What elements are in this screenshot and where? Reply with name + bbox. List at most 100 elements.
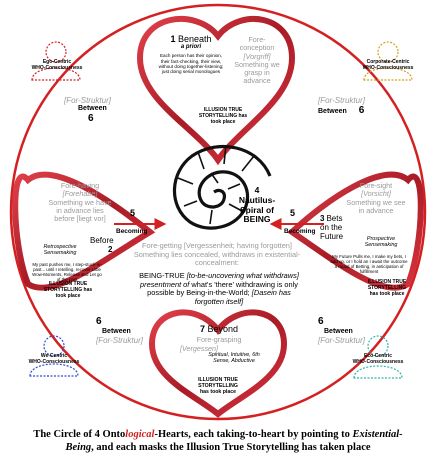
we-centric-label: We-Centric WHO-Consciousness <box>24 353 84 366</box>
caption-part2: -Hearts, each taking-to-heart by pointin… <box>154 429 353 440</box>
foregrasping-line2: [Vergessen] <box>179 343 219 353</box>
foresight-line4: in advance <box>358 205 394 215</box>
between-br-for: [For-Struktur] <box>318 335 365 345</box>
heart-left-body: My past pushes me, I step-stuck-in-past.… <box>32 262 102 283</box>
foreconception-line3: [Vorgriff] <box>243 51 271 61</box>
eco-centric-person-icon <box>353 335 403 379</box>
forehaving-line2: [Forehabe] <box>62 189 98 199</box>
heart-top-body: Each person has their opinion, their fac… <box>158 53 224 75</box>
outer-ring <box>9 3 427 421</box>
heart-left-mode: Retrospective Sensemaking <box>43 244 77 257</box>
being-true-term: BEING-TRUE <box>139 271 185 280</box>
nautilus-spiral-icon <box>172 144 272 230</box>
dasein-note: [Dasein has forgotten itself] <box>194 288 291 306</box>
corporate-centric-person-icon <box>363 41 413 81</box>
heart-bottom-num: 7 <box>199 324 205 334</box>
between-br-num: 6 <box>318 316 324 327</box>
foresight-line1: Fore-sight <box>359 181 393 190</box>
heart-right <box>287 171 424 291</box>
foreconception-line2: conception <box>239 43 275 53</box>
foregrasping-line1: Fore-grasping <box>196 335 242 345</box>
heart-right-num: 3 <box>320 214 325 223</box>
eco-centric-title: Eco-Centric <box>363 353 393 359</box>
heart-right-mode: Prospective Sensemaking <box>364 236 398 249</box>
forehaving-line5: before [liegt vor] <box>54 214 106 224</box>
heart-bottom-desc: Spiritual, Intuitive, 6th Sense, Abducti… <box>208 352 260 365</box>
being-true-text: BEING-TRUE [to-be-uncovering what withdr… <box>136 271 302 306</box>
between-bl-num: 6 <box>96 316 102 327</box>
between-top-left: [For-Struktur] Between 6 <box>64 96 124 125</box>
heart-left-illusion: ILLUSION TRUE STORYTELLING has took plac… <box>43 281 93 299</box>
between-tr-for: [For-Struktur] <box>318 96 365 105</box>
we-centric-sub: WHO-Consciousness <box>28 358 80 365</box>
heart-top <box>136 16 296 166</box>
heart-top-text: 1 Beneath a priori Each person has their… <box>158 34 224 74</box>
heart-bottom <box>148 309 288 418</box>
arrow-left-label: Becoming <box>116 228 148 235</box>
foreconception-line4: Something we <box>234 59 280 69</box>
caption-part1: The Circle of 4 Onto <box>33 429 126 440</box>
foresight-text: Fore-sight [Vorsicht] Something we see i… <box>338 181 414 215</box>
ego-centric-label: Ego-Centric WHO-Consciousness <box>28 59 86 72</box>
heart-right-illusion: ILLUSION TRUE STORYTELLING has took plac… <box>367 279 407 297</box>
nautilus-title-line3: BEING <box>243 214 271 225</box>
forehaving-line3: Something we have <box>48 197 112 207</box>
foreconception-line5: grasp in <box>244 68 270 78</box>
between-tr-word: Between <box>318 108 347 116</box>
heart-bottom-name: Beyond <box>207 324 239 334</box>
corporate-centric-title: Corporate-Centric <box>366 59 410 65</box>
between-tl-for: [For-Struktur] <box>64 96 111 105</box>
we-centric-person-icon <box>29 335 79 377</box>
foresight-line2: [Vorsicht] <box>361 189 391 199</box>
heart-bottom-text: 7 Beyond Fore-grasping [Vergessen] <box>176 324 262 353</box>
heart-left <box>12 171 156 291</box>
between-top-right: [For-Struktur] Between 6 <box>318 96 378 117</box>
heart-bottom-illusion: ILLUSION TRUE STORYTELLING has took plac… <box>198 377 238 395</box>
caption-being: Being <box>65 441 92 453</box>
arrow-right-num: 5 <box>290 208 296 218</box>
corporate-centric-sub: WHO-Consciousness <box>362 64 414 71</box>
eco-centric-label: Eco-Centric WHO-Consciousness <box>346 353 410 366</box>
heart-top-sub: a priori <box>180 44 202 51</box>
arrow-left-num: 5 <box>130 208 136 218</box>
heart-left-name: Before <box>90 236 114 245</box>
nautilus-title: 4 Nautilus- Spiral of BEING <box>232 185 282 225</box>
heart-left-num: 2 <box>108 245 113 255</box>
nautilus-title-line1: Nautilus- <box>238 194 276 205</box>
heart-right-name: Bets on the Future <box>320 214 344 242</box>
between-tl-word: Between <box>78 105 107 113</box>
figure-caption: The Circle of 4 Ontological-Hearts, each… <box>4 429 432 454</box>
arrow-right-label: Becoming <box>284 228 316 235</box>
being-true-gloss: [to-be-uncovering what withdraws] presen… <box>140 271 299 289</box>
between-bl-for: [For-Struktur] <box>96 335 143 345</box>
foregetting-text: Fore-getting [Vergessenheit; having forg… <box>133 241 301 268</box>
ego-centric-title: Ego-Centric <box>42 59 72 65</box>
foreconception-line6: advance <box>243 76 271 86</box>
caption-logical: logical <box>125 429 155 440</box>
between-tl-num: 6 <box>88 113 94 125</box>
heart-right-body: My Future Pulls me, I make my bets, I ad… <box>330 254 408 275</box>
eco-centric-sub: WHO-Consciousness <box>352 358 404 365</box>
caption-existential: Existential- <box>352 429 403 440</box>
ego-centric-sub: WHO-Consciousness <box>31 64 83 71</box>
between-bottom-left: 6 Between [For-Struktur] <box>96 316 156 345</box>
being-true-rest: what's 'there' withdrawing is only possi… <box>147 279 298 298</box>
corporate-centric-label: Corporate-Centric WHO-Consciousness <box>352 59 424 72</box>
heart-left-title: Before 2 <box>90 236 126 254</box>
foreconception-line1: Fore- <box>248 35 266 44</box>
heart-top-illusion: ILLUSION TRUE STORYTELLING has took plac… <box>198 107 248 125</box>
forehaving-line4: in advance lies <box>56 205 104 215</box>
between-tr-num: 6 <box>358 105 365 117</box>
we-centric-title: We-Centric <box>40 353 68 359</box>
between-br-word: Between <box>324 327 353 335</box>
foresight-line3: Something we see <box>346 197 406 207</box>
nautilus-num: 4 <box>254 185 260 195</box>
forehaving-text: Fore-having [Forehabe] Something we have… <box>36 181 124 224</box>
forehaving-line1: Fore-having <box>60 181 100 190</box>
nautilus-title-line2: Spiral of <box>239 204 274 215</box>
ego-centric-person-icon <box>31 41 81 81</box>
between-bottom-right: 6 Between [For-Struktur] <box>318 316 378 345</box>
